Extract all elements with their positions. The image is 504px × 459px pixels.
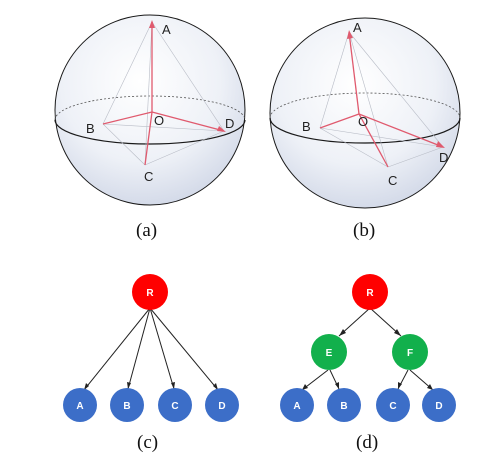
label-a-b: A (353, 20, 362, 35)
caption-a: (a) (136, 220, 157, 241)
node-root-c-label: R (146, 288, 154, 299)
label-d-a: D (225, 116, 234, 131)
vector-od-b (358, 113, 444, 148)
node-leaf-b-d: B (327, 388, 361, 422)
caption-b: (b) (353, 220, 375, 241)
label-b-a: B (86, 121, 95, 136)
tree-arrowheads-c (84, 382, 218, 390)
node-leaf-b-c: B (110, 388, 144, 422)
node-leaf-b-d-label: B (340, 401, 347, 412)
node-leaf-c-d-label: C (389, 401, 396, 412)
tree-arrowheads-d (302, 329, 433, 390)
node-root-d: R (352, 274, 388, 310)
node-root-d-label: R (366, 288, 374, 299)
node-leaf-d-d-label: D (435, 401, 442, 412)
node-inner-f-d-label: F (407, 348, 413, 359)
node-root-c: R (132, 274, 168, 310)
label-c-a: C (144, 169, 153, 184)
node-inner-e-d-label: E (326, 348, 333, 359)
label-c-b: C (388, 173, 397, 188)
equator-front-b (269, 117, 461, 144)
vectors-b (319, 31, 444, 168)
sphere-b (269, 17, 461, 209)
equator-back-a (54, 95, 246, 121)
vector-ob-b (319, 113, 360, 129)
node-leaf-d-c-label: D (218, 401, 225, 412)
node-leaf-c-d: C (376, 388, 410, 422)
panel-a: A B O C D (a) (54, 14, 246, 241)
vector-od-a (151, 111, 225, 132)
label-b-b: B (302, 119, 311, 134)
node-leaf-d-d: D (422, 388, 456, 422)
vector-oc-b (358, 113, 389, 168)
caption-c: (c) (137, 432, 158, 453)
arrowheads-b (347, 30, 445, 148)
node-inner-e-d: E (311, 334, 347, 370)
vectors-a (102, 22, 225, 166)
panel-c: R A B C D (c) (63, 274, 239, 453)
caption-d: (d) (356, 432, 378, 453)
label-o-b: O (358, 114, 368, 129)
node-leaf-a-d: A (280, 388, 314, 422)
node-leaf-a-d-label: A (293, 401, 300, 412)
construction-lines-a (102, 21, 225, 166)
node-inner-f-d: F (392, 334, 428, 370)
node-leaf-c-c-label: C (171, 401, 178, 412)
sphere-a (54, 14, 246, 206)
node-leaf-d-c: D (205, 388, 239, 422)
vector-oc-a (144, 111, 153, 166)
panel-b: A B O C D (b) (269, 17, 461, 241)
vector-ob-a (102, 111, 153, 125)
vector-oa-b (348, 31, 360, 115)
label-a-a: A (162, 22, 171, 37)
construction-lines-b (319, 31, 444, 168)
label-d-b: D (439, 150, 448, 165)
arrowheads-a (149, 20, 226, 132)
tree-edges-c (83, 307, 219, 391)
node-leaf-a-c-label: A (76, 401, 83, 412)
node-leaf-c-c: C (158, 388, 192, 422)
panel-d: R E F A B C D (d) (280, 274, 456, 453)
node-leaf-b-c-label: B (123, 401, 130, 412)
label-o-a: O (154, 113, 164, 128)
equator-back-b (269, 92, 461, 119)
node-leaf-a-c: A (63, 388, 97, 422)
equator-front-a (54, 119, 246, 145)
